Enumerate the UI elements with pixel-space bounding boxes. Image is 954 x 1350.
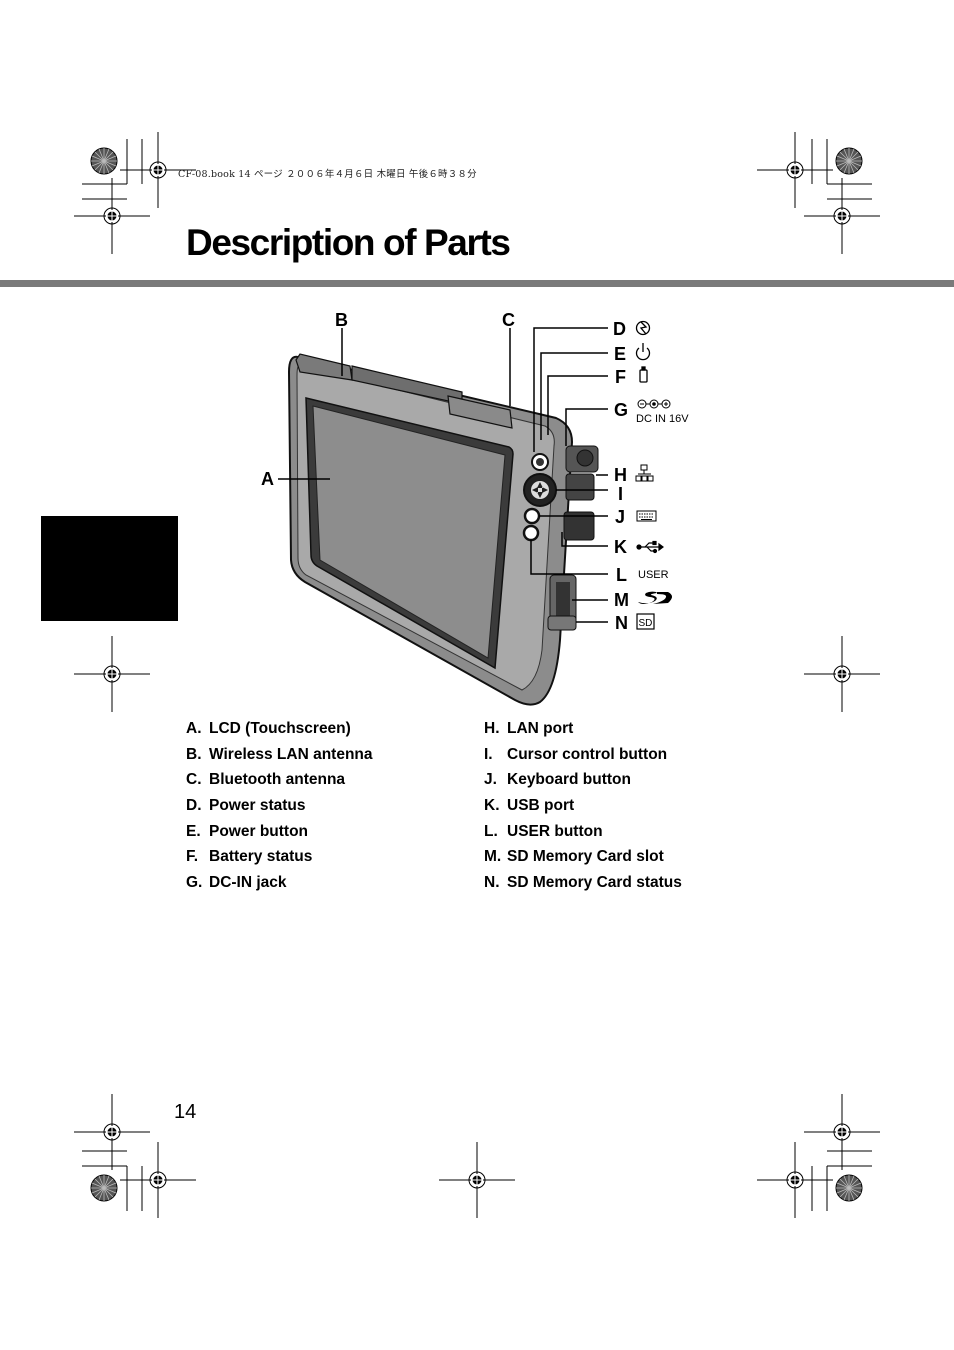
- callout-k: K: [614, 537, 627, 557]
- callout-c: C: [502, 310, 515, 330]
- legend-label: Cursor control button: [507, 745, 668, 763]
- legend-letter: B.: [186, 745, 202, 763]
- legend-label: USER button: [507, 822, 603, 840]
- side-ports: [547, 445, 599, 631]
- legend-label: Bluetooth antenna: [209, 771, 346, 789]
- legend-label: SD Memory Card status: [507, 874, 682, 892]
- callout-g: G: [614, 400, 628, 420]
- dc-polarity-icon: [637, 399, 671, 409]
- title-rule: [0, 280, 954, 287]
- callout-d: D: [613, 319, 626, 339]
- sd-logo-icon: [638, 591, 672, 604]
- legend-letter: J.: [484, 771, 497, 789]
- page-number: 14: [174, 1101, 197, 1123]
- legend-letter: G.: [186, 874, 203, 892]
- tablet-diagram: A B C D E F G H I J K L M N DC IN 16V: [261, 310, 689, 706]
- legend-item: A. LCD (Touchscreen): [186, 716, 486, 742]
- legend-label: DC-IN jack: [209, 874, 287, 892]
- legend-label: Power status: [209, 797, 306, 815]
- legend-item: D. Power status: [186, 793, 486, 819]
- legend-label: Keyboard button: [507, 771, 631, 789]
- power-button-icon: [635, 343, 651, 361]
- usb-icon: [636, 540, 664, 554]
- user-label: USER: [638, 569, 669, 581]
- callout-i: I: [618, 484, 623, 504]
- power-status-icon: [635, 320, 651, 336]
- legend-letter: M.: [484, 848, 502, 866]
- lan-icon: [635, 464, 654, 482]
- keyboard-icon: [636, 510, 657, 522]
- legend-letter: E.: [186, 822, 201, 840]
- callout-b: B: [335, 310, 348, 330]
- sd-status-icon: SD: [636, 613, 655, 630]
- legend-letter: L.: [484, 822, 498, 840]
- legend-item: E. Power button: [186, 819, 486, 845]
- legend-letter: N.: [484, 874, 500, 892]
- legend-label: SD Memory Card slot: [507, 848, 664, 866]
- callout-j: J: [615, 507, 625, 527]
- legend-letter: D.: [186, 797, 202, 815]
- legend-item: I. Cursor control button: [484, 742, 784, 768]
- legend-label: LAN port: [507, 720, 574, 737]
- battery-icon: [639, 366, 648, 383]
- legend-label: Power button: [209, 822, 309, 840]
- legend-item: N. SD Memory Card status: [484, 870, 784, 896]
- legend-label: Battery status: [209, 848, 313, 866]
- legend-item: B. Wireless LAN antenna: [186, 742, 486, 768]
- legend-item: J. Keyboard button: [484, 767, 784, 793]
- legend-label: Wireless LAN antenna: [209, 745, 373, 763]
- callout-m: M: [614, 590, 629, 610]
- legend-item: M. SD Memory Card slot: [484, 844, 784, 870]
- lcd-screen: [312, 405, 506, 659]
- legend-label: LCD (Touchscreen): [209, 720, 351, 737]
- callout-f: F: [615, 367, 626, 387]
- legend-letter: A.: [186, 720, 202, 737]
- page-title: Description of Parts: [186, 222, 511, 263]
- legend-item: F. Battery status: [186, 844, 486, 870]
- legend-item: G. DC-IN jack: [186, 870, 486, 896]
- legend-item: C. Bluetooth antenna: [186, 767, 486, 793]
- legend-label: USB port: [507, 797, 575, 815]
- keyboard-button: [523, 507, 541, 525]
- callout-a: A: [261, 469, 274, 489]
- callout-l: L: [616, 565, 627, 585]
- svg-text:SD: SD: [639, 618, 653, 629]
- legend-item: H. LAN port: [484, 716, 784, 742]
- callout-n: N: [615, 613, 628, 633]
- user-button: [522, 524, 540, 542]
- callout-e: E: [614, 344, 626, 364]
- legend-item: K. USB port: [484, 793, 784, 819]
- book-file-header: CF-08.book 14 ページ ２００６年４月６日 木曜日 午後６時３８分: [178, 169, 477, 180]
- legend-letter: C.: [186, 771, 202, 789]
- legend-item: L. USER button: [484, 819, 784, 845]
- legend-letter: K.: [484, 797, 500, 815]
- parts-legend-left: A. LCD (Touchscreen) B. Wireless LAN antenn…: [186, 716, 486, 896]
- legend-letter: H.: [484, 720, 500, 737]
- section-tab: [41, 516, 178, 621]
- legend-letter: I.: [484, 745, 493, 763]
- dc-in-label: DC IN 16V: [636, 413, 689, 425]
- callout-h: H: [614, 465, 627, 485]
- legend-letter: F.: [186, 848, 199, 866]
